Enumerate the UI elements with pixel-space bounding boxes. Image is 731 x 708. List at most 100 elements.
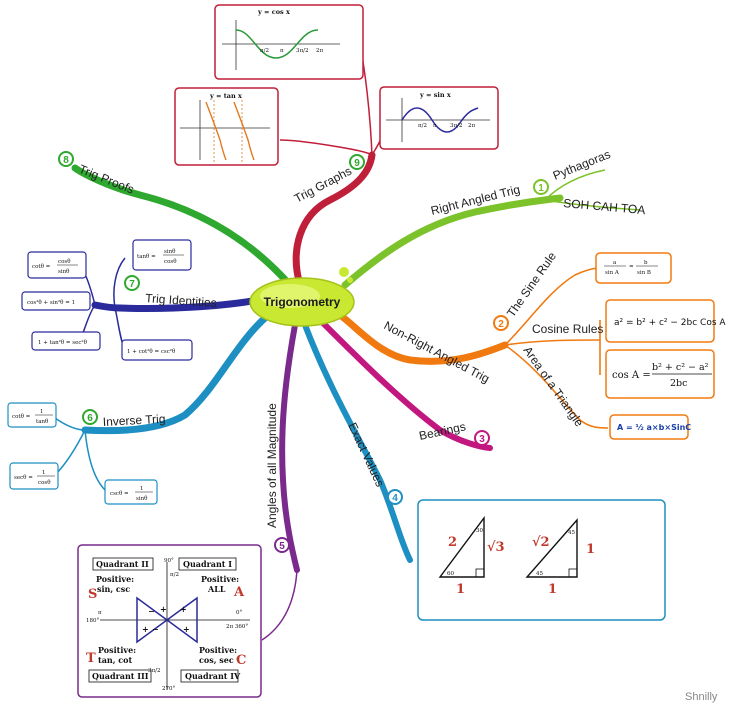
svg-text:2π: 2π <box>316 48 323 54</box>
svg-text:2: 2 <box>498 319 504 330</box>
inverse-sec-box[interactable]: secθ = 1 cosθ <box>9 462 59 490</box>
svg-text:sin B: sin B <box>637 270 651 276</box>
sin-graph-box[interactable]: y = sin x π/2 π 3π/2 2π <box>379 86 499 150</box>
svg-text:sinθ: sinθ <box>136 496 148 502</box>
svg-text:+: + <box>180 604 187 614</box>
tan-pyth-box[interactable]: 1 + tan²θ = sec²θ <box>31 331 101 351</box>
svg-text:90°: 90° <box>164 558 174 564</box>
svg-text:60: 60 <box>447 571 454 577</box>
svg-text:√3: √3 <box>487 540 505 555</box>
svg-text:π/2: π/2 <box>418 123 427 129</box>
badge-4: 4 <box>387 489 403 505</box>
cast-diagram-box[interactable]: Quadrant II Quadrant I Quadrant III Quad… <box>77 544 262 698</box>
svg-text:4: 4 <box>392 493 398 504</box>
inverse-csc-box[interactable]: cscθ = 1 sinθ <box>104 479 158 505</box>
label-exact-values[interactable]: Exact Values <box>345 420 387 489</box>
inverse-cot-box[interactable]: cotθ = 1 tanθ <box>7 402 57 428</box>
svg-text:6: 6 <box>87 413 93 424</box>
triangle-30-60 <box>438 515 485 578</box>
badge-8: 8 <box>58 151 74 167</box>
cos-graph-box[interactable]: y = cos x π/2 π 3π/2 2π <box>214 4 364 80</box>
tan-identity-box[interactable]: tanθ = sinθ cosθ <box>132 239 192 271</box>
svg-text:cosθ: cosθ <box>164 259 177 265</box>
badge-6: 6 <box>82 409 98 425</box>
svg-text:+: + <box>142 624 149 634</box>
center-node[interactable]: Trigonometry <box>249 267 355 327</box>
branch-right-angled <box>341 194 564 289</box>
badge-9: 9 <box>349 154 365 170</box>
center-title: Trigonometry <box>264 295 341 309</box>
tan-graph-box[interactable]: y = tan x <box>174 87 279 166</box>
triangle-45-45 <box>525 518 578 578</box>
sine-rule-box[interactable]: a sin A = b sin B <box>595 252 672 284</box>
branch-trig-identities <box>91 296 262 312</box>
svg-text:1 + cot²θ = csc²θ: 1 + cot²θ = csc²θ <box>127 348 176 355</box>
svg-text:0°: 0° <box>236 610 242 616</box>
svg-text:Positive:: Positive: <box>199 645 237 655</box>
tan-graph-title: y = tan x <box>209 92 242 100</box>
svg-text:ALL: ALL <box>207 584 226 594</box>
svg-text:√2: √2 <box>532 535 550 550</box>
svg-text:3π/2: 3π/2 <box>148 668 160 674</box>
svg-text:cos, sec: cos, sec <box>199 655 234 665</box>
svg-text:5: 5 <box>279 541 285 552</box>
branch-inverse-trig <box>81 314 269 435</box>
label-trig-proofs[interactable]: Trig Proofs <box>77 162 136 197</box>
branch-angles <box>279 322 300 573</box>
label-cosine-rules[interactable]: Cosine Rules <box>532 322 603 336</box>
svg-text:3: 3 <box>479 434 485 445</box>
svg-text:+: + <box>183 624 190 634</box>
label-trig-graphs[interactable]: Trig Graphs <box>292 164 354 206</box>
badge-2: 2 <box>493 315 509 331</box>
svg-text:S: S <box>88 587 97 602</box>
label-inverse-trig[interactable]: Inverse Trig <box>102 412 165 429</box>
cot-pyth-box[interactable]: 1 + cot²θ = csc²θ <box>121 339 193 361</box>
svg-text:2π: 2π <box>468 123 475 129</box>
svg-text:sin, csc: sin, csc <box>97 584 130 594</box>
svg-text:180°: 180° <box>86 618 99 624</box>
cosine-rule-box[interactable]: a² = b² + c² − 2bc Cos A <box>605 299 726 343</box>
quadrant-1-label: Quadrant I <box>183 559 232 569</box>
svg-text:1: 1 <box>586 542 595 557</box>
svg-text:sinθ: sinθ <box>58 269 70 275</box>
svg-text:Positive:: Positive: <box>98 645 136 655</box>
branch-trig-graphs <box>292 151 376 289</box>
svg-text:+: + <box>160 604 167 614</box>
label-area-triangle[interactable]: Area of a Triangle <box>521 344 587 430</box>
label-sine-rule[interactable]: The Sine Rule <box>504 249 559 320</box>
svg-text:1: 1 <box>538 183 544 194</box>
svg-text:π: π <box>98 610 102 616</box>
label-angles-magnitude[interactable]: Angles of all Magnitude <box>265 403 279 528</box>
svg-text:−: − <box>148 606 155 616</box>
svg-text:cos A =: cos A = <box>612 370 651 381</box>
svg-text:2π 360°: 2π 360° <box>226 624 248 630</box>
watermark: Shnilly <box>685 691 718 703</box>
svg-text:π: π <box>433 123 437 129</box>
svg-text:a: a <box>613 260 617 266</box>
svg-text:secθ =: secθ = <box>14 475 33 481</box>
svg-text:1: 1 <box>40 409 44 415</box>
label-trig-identities[interactable]: Trig Identities <box>145 291 217 310</box>
svg-text:cos²θ + sin²θ = 1: cos²θ + sin²θ = 1 <box>27 299 75 306</box>
badge-5: 5 <box>274 537 290 553</box>
quadrant-3-label: Quadrant III <box>92 671 149 681</box>
badge-1: 1 <box>533 179 549 195</box>
svg-text:cosθ: cosθ <box>38 480 51 486</box>
branch-non-right-angled <box>336 311 509 365</box>
area-box[interactable]: A = ½ a×b×SinC <box>609 414 691 440</box>
cosine-rule-2-box[interactable]: cos A = b² + c² − a² 2bc <box>605 349 715 399</box>
svg-text:1: 1 <box>548 582 557 597</box>
badge-7: 7 <box>124 275 140 291</box>
svg-text:1: 1 <box>140 486 144 492</box>
sin-graph-title: y = sin x <box>419 91 451 99</box>
cot-identity-box[interactable]: cotθ = cosθ sinθ <box>27 251 87 279</box>
svg-text:−: − <box>152 624 159 634</box>
svg-text:tan, cot: tan, cot <box>98 655 132 665</box>
label-sohcahtoa[interactable]: SOH CAH TOA <box>563 196 646 217</box>
pyth-identity-box[interactable]: cos²θ + sin²θ = 1 <box>21 291 91 311</box>
exact-values-box[interactable]: 2 √3 1 30 60 √2 1 1 45 45 <box>417 499 666 621</box>
svg-text:30: 30 <box>476 528 483 534</box>
svg-text:π/2: π/2 <box>260 48 269 54</box>
svg-text:2: 2 <box>448 535 457 550</box>
